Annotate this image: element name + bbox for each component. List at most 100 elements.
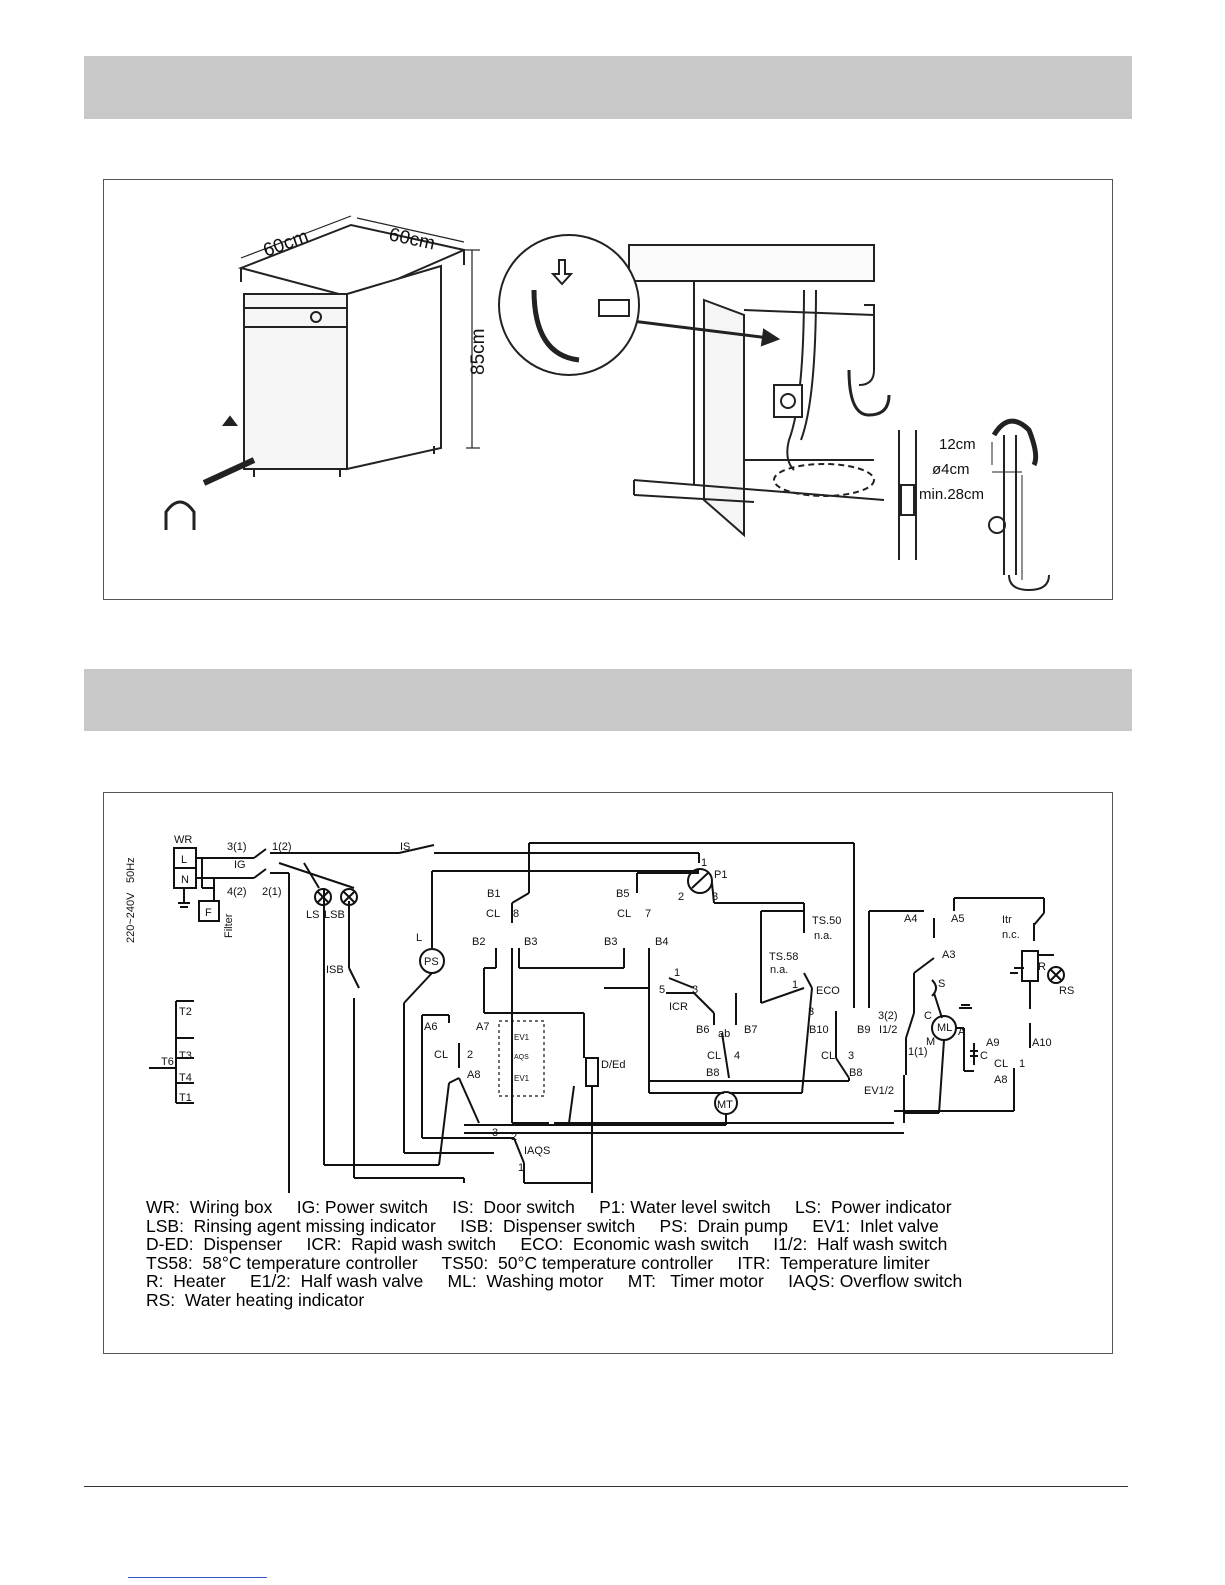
- label-nc: n.c.: [1002, 929, 1020, 941]
- label-filter: Filter: [223, 913, 235, 938]
- label-p42: 4(2): [227, 886, 247, 898]
- wiring-diagram: 50Hz 220~240V WR L N F Filter 3(1) 1(2) …: [125, 834, 1074, 1193]
- dishwasher-side: [346, 264, 442, 471]
- legend-line: D-ED: Dispenser ICR: Rapid wash switch E…: [146, 1234, 948, 1254]
- label-eco: ECO: [816, 985, 840, 997]
- label-ma: A: [958, 1026, 966, 1038]
- label-iaq3: 3: [492, 1127, 498, 1139]
- label-a6: A6: [424, 1021, 437, 1033]
- label-cap: C: [980, 1050, 988, 1062]
- label-a10: A10: [1032, 1037, 1052, 1049]
- label-ts50: TS.50: [812, 915, 841, 927]
- label-n: N: [181, 874, 189, 886]
- dishwasher-front: [243, 293, 348, 470]
- drain-diameter: ø4cm: [932, 461, 970, 478]
- label-icr-1: 1: [674, 967, 680, 979]
- label-n1: 1: [1019, 1058, 1025, 1070]
- label-a4: A4: [904, 913, 917, 925]
- label-b3: B3: [524, 936, 537, 948]
- label-t1: T1: [179, 1092, 192, 1104]
- label-b3b: B3: [604, 936, 617, 948]
- section-header-band-installation: [84, 56, 1132, 119]
- cabinet-door: [703, 298, 745, 538]
- label-n4: 4: [734, 1050, 740, 1062]
- wiring-labels: 50Hz 220~240V WR L N F Filter 3(1) 1(2) …: [125, 834, 1074, 1174]
- label-r: R: [1038, 961, 1046, 973]
- label-b6: B6: [696, 1024, 709, 1036]
- label-ev1a: EV1: [514, 1033, 530, 1042]
- label-t6: T6: [161, 1056, 174, 1068]
- label-n2: 2: [467, 1049, 473, 1061]
- label-b8: B8: [706, 1067, 719, 1079]
- label-b2: B2: [472, 936, 485, 948]
- label-b9: B9: [857, 1024, 870, 1036]
- label-wr: WR: [174, 834, 192, 846]
- label-mm: M: [926, 1036, 935, 1048]
- label-eco-3: 3: [808, 1006, 814, 1018]
- label-n3: 3: [848, 1050, 854, 1062]
- label-ab: ab: [718, 1028, 730, 1040]
- label-itr: Itr: [1002, 914, 1012, 926]
- label-icr: ICR: [669, 1001, 688, 1013]
- label-s: S: [938, 978, 945, 990]
- filter-box: [198, 900, 220, 922]
- label-ps: PS: [424, 956, 439, 968]
- label-eco-1: 1: [792, 979, 798, 991]
- label-mc: C: [924, 1010, 932, 1022]
- label-icr-3: 3: [692, 984, 698, 996]
- section-header-band-wiring: [84, 669, 1132, 731]
- label-hz: 50Hz: [125, 857, 137, 883]
- label-icr-5: 5: [659, 984, 665, 996]
- label-ded: D/Ed: [601, 1059, 625, 1071]
- label-a5: A5: [951, 913, 964, 925]
- installation-drawing: 60cm 60cm 85cm 12cm ø4cm min.28cm: [164, 215, 1050, 592]
- label-i12: I1/2: [879, 1024, 897, 1036]
- label-i32: 3(2): [878, 1010, 898, 1022]
- footer-link-underline[interactable]: [128, 1577, 267, 1578]
- label-ml: ML: [937, 1022, 952, 1034]
- label-b8b: B8: [849, 1067, 862, 1079]
- label-b5: B5: [616, 888, 629, 900]
- wiring-diagram-frame: 50Hz 220~240V WR L N F Filter 3(1) 1(2) …: [103, 792, 1113, 1354]
- label-a3: A3: [942, 949, 955, 961]
- label-n7: 7: [645, 908, 651, 920]
- label-mt: MT: [717, 1099, 733, 1111]
- label-isb: ISB: [326, 964, 344, 976]
- label-p1-3: 3: [712, 891, 718, 903]
- label-t4: T4: [179, 1072, 192, 1084]
- label-aqs: AQS: [514, 1054, 529, 1061]
- label-is: IS: [400, 841, 410, 853]
- label-f: F: [205, 907, 212, 919]
- legend-line: WR: Wiring box IG: Power switch IS: Door…: [146, 1197, 952, 1217]
- label-ig: IG: [234, 859, 246, 871]
- label-b7: B7: [744, 1024, 757, 1036]
- installation-figure: 60cm 60cm 85cm 12cm ø4cm min.28cm: [103, 179, 1113, 600]
- label-l: L: [181, 854, 187, 866]
- label-iaq2: 2: [511, 1131, 517, 1143]
- label-volt: 220~240V: [125, 892, 137, 943]
- label-iaq1: 1: [518, 1162, 524, 1174]
- label-cl3: CL: [821, 1050, 835, 1062]
- label-p1-1: 1: [701, 857, 707, 869]
- label-cl4: CL: [707, 1050, 721, 1062]
- label-ev1b: EV1: [514, 1074, 530, 1083]
- label-iaqs: IAQS: [524, 1145, 550, 1157]
- label-n8: 8: [513, 908, 519, 920]
- label-a8: A8: [467, 1069, 480, 1081]
- label-i11: 1(1): [908, 1046, 928, 1058]
- label-p31: 3(1): [227, 841, 247, 853]
- legend-line: TS58: 58°C temperature controller TS50: …: [146, 1252, 930, 1273]
- label-p12: 1(2): [272, 841, 292, 853]
- footer-rule: [84, 1486, 1128, 1487]
- label-na1: n.a.: [814, 930, 832, 942]
- label-t2: T2: [179, 1006, 192, 1018]
- label-b10: B10: [809, 1024, 829, 1036]
- label-p1: P1: [714, 869, 727, 881]
- label-ts58: TS.58: [769, 951, 798, 963]
- label-cl8: CL: [486, 908, 500, 920]
- legend-line: LSB: Rinsing agent missing indicator ISB…: [146, 1215, 939, 1236]
- label-ev12: EV1/2: [864, 1085, 894, 1097]
- label-p21: 2(1): [262, 886, 282, 898]
- label-b1: B1: [487, 888, 500, 900]
- label-ls: LS: [306, 909, 319, 921]
